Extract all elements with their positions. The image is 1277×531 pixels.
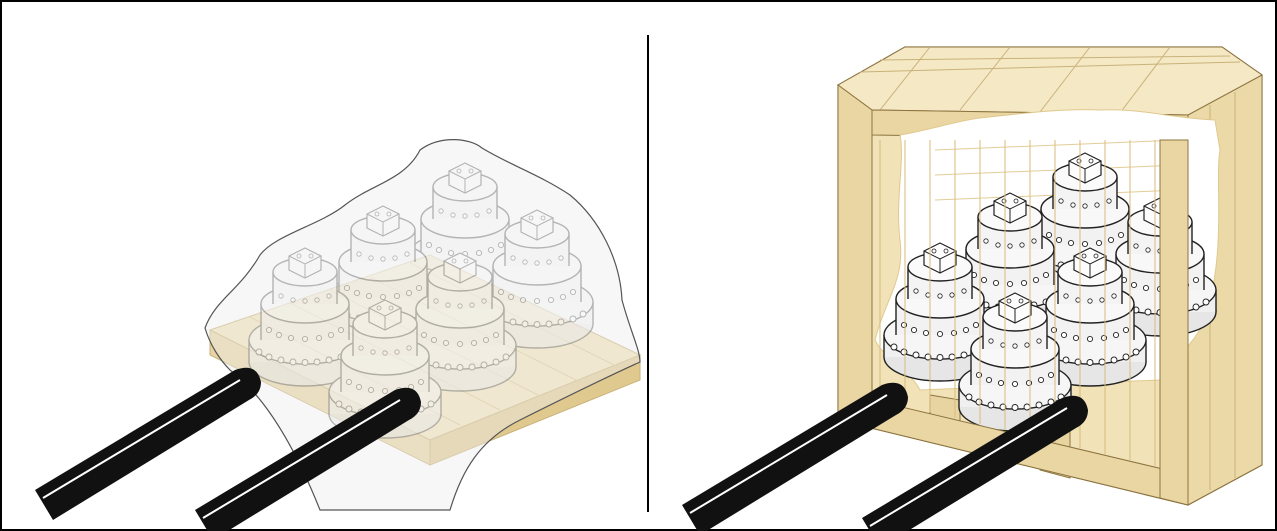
crate-front-corner	[1159, 139, 1189, 506]
panel-crated-pallet	[681, 46, 1263, 531]
crate-front-slats	[879, 140, 1156, 466]
shrink-wrap-icon	[204, 139, 641, 511]
panel-shrink-wrapped-pallet	[34, 139, 642, 531]
